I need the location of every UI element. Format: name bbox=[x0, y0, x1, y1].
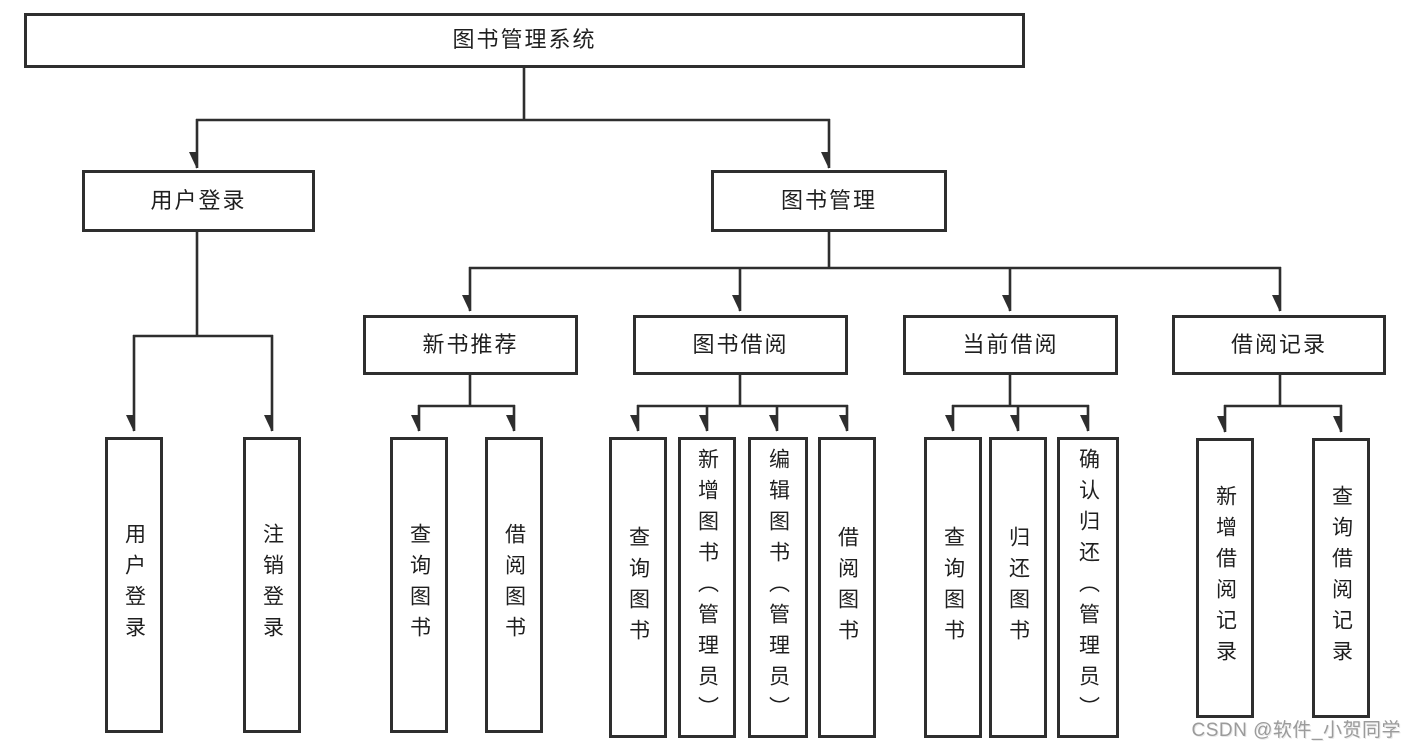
leaf-edit-book-admin: 编辑图书（管理员） bbox=[748, 437, 808, 738]
node-borrow-record: 借阅记录 bbox=[1172, 315, 1386, 375]
leaf-borrow-book-label: 借阅图书 bbox=[835, 525, 859, 650]
leaf-logout: 注销登录 bbox=[243, 437, 301, 733]
leaf-query-book-current: 查询图书 bbox=[924, 437, 982, 738]
node-root: 图书管理系统 bbox=[24, 13, 1025, 68]
node-root-label: 图书管理系统 bbox=[452, 27, 597, 53]
leaf-query-book-recommend: 查询图书 bbox=[390, 437, 448, 733]
node-current-borrow: 当前借阅 bbox=[903, 315, 1118, 375]
leaf-return-book: 归还图书 bbox=[989, 437, 1047, 738]
leaf-add-book-admin: 新增图书（管理员） bbox=[678, 437, 736, 738]
leaf-query-book-current-label: 查询图书 bbox=[941, 525, 965, 650]
node-book-management: 图书管理 bbox=[711, 170, 947, 232]
leaf-query-book-borrow-label: 查询图书 bbox=[626, 525, 650, 650]
leaf-confirm-return-admin: 确认归还（管理员） bbox=[1057, 437, 1119, 738]
leaf-user-login: 用户登录 bbox=[105, 437, 163, 733]
node-new-book-recommend: 新书推荐 bbox=[363, 315, 578, 375]
leaf-borrow-book-recommend-label: 借阅图书 bbox=[502, 523, 526, 647]
leaf-borrow-book: 借阅图书 bbox=[818, 437, 876, 738]
leaf-logout-label: 注销登录 bbox=[260, 523, 284, 647]
leaf-query-borrow-record: 查询借阅记录 bbox=[1312, 438, 1370, 718]
leaf-user-login-label: 用户登录 bbox=[122, 523, 146, 647]
leaf-edit-book-admin-label: 编辑图书（管理员） bbox=[766, 448, 790, 727]
watermark: CSDN @软件_小贺同学 bbox=[1191, 720, 1401, 741]
node-book-management-label: 图书管理 bbox=[780, 187, 877, 213]
leaf-return-book-label: 归还图书 bbox=[1006, 525, 1030, 650]
node-new-book-recommend-label: 新书推荐 bbox=[422, 331, 519, 357]
node-borrow-record-label: 借阅记录 bbox=[1230, 331, 1327, 357]
leaf-add-borrow-record-label: 新增借阅记录 bbox=[1213, 485, 1237, 671]
node-book-borrow: 图书借阅 bbox=[633, 315, 848, 375]
leaf-borrow-book-recommend: 借阅图书 bbox=[485, 437, 543, 733]
leaf-confirm-return-admin-label: 确认归还（管理员） bbox=[1076, 448, 1100, 727]
leaf-add-book-admin-label: 新增图书（管理员） bbox=[695, 448, 719, 727]
node-user-login: 用户登录 bbox=[82, 170, 315, 232]
node-current-borrow-label: 当前借阅 bbox=[962, 331, 1059, 357]
node-book-borrow-label: 图书借阅 bbox=[692, 331, 789, 357]
leaf-query-book-borrow: 查询图书 bbox=[609, 437, 667, 738]
node-user-login-label: 用户登录 bbox=[150, 187, 247, 213]
leaf-query-book-recommend-label: 查询图书 bbox=[407, 523, 431, 647]
leaf-query-borrow-record-label: 查询借阅记录 bbox=[1329, 485, 1353, 671]
leaf-add-borrow-record: 新增借阅记录 bbox=[1196, 438, 1254, 718]
